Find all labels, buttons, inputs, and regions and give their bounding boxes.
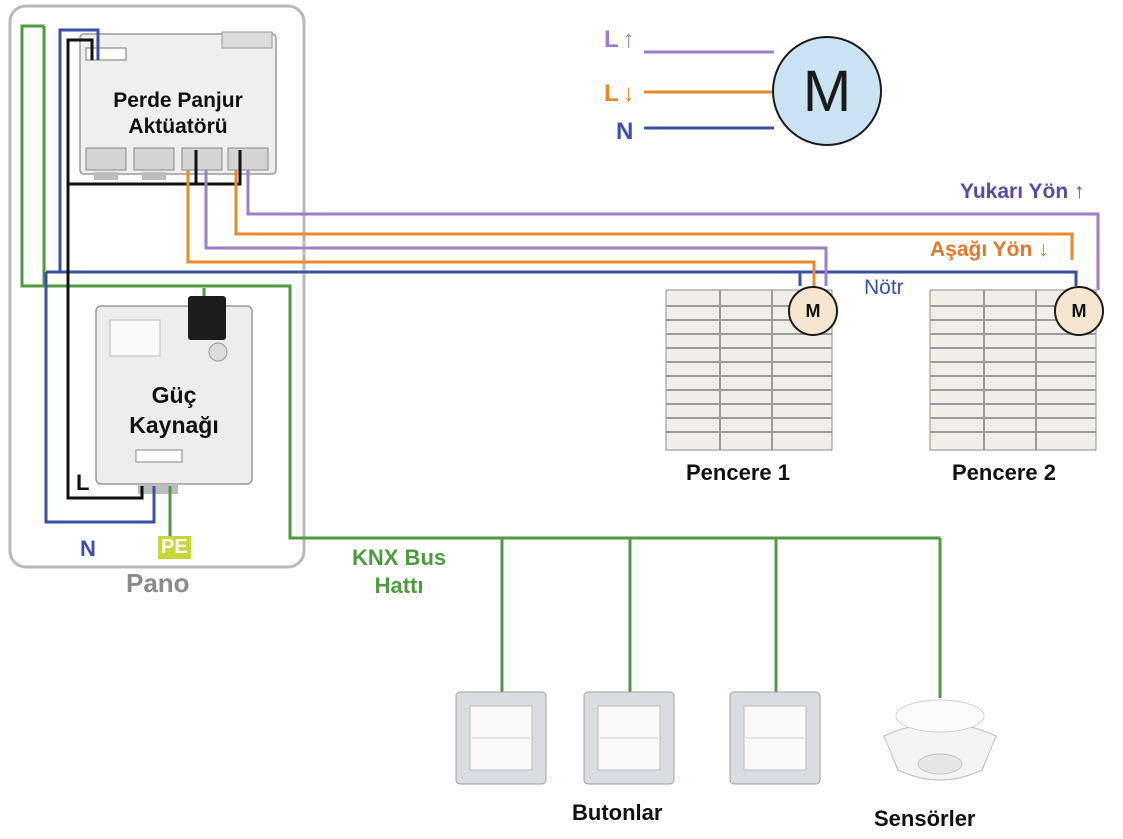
power-supply-device [95,296,253,494]
l-label: L [76,470,90,495]
window-1-motor: M [788,286,838,336]
n-label: N [80,536,96,561]
up-direction-label: Yukarı Yön ↑ [960,180,1085,203]
phase-wires [66,38,242,500]
window-1-shutter [665,289,833,451]
knx-bus-wires [20,24,942,706]
presence-sensor [883,699,997,781]
button-switch-2 [583,691,675,785]
panel-title: Pano [126,568,190,598]
legend-l-down: L↓ [604,80,635,107]
window-2-motor: M [1054,286,1104,336]
panel-border [8,4,306,569]
down-direction-label: Aşağı Yön ↓ [930,238,1049,261]
neutral-wires [44,28,1078,524]
actuator-device [79,31,277,180]
neutral-label: Nötr [864,276,904,299]
button-switch-1 [455,691,547,785]
window-2-label: Pencere 2 [952,460,1056,485]
pe-label: PE [158,536,191,559]
window-1-label: Pencere 1 [686,460,790,485]
buttons-label: Butonlar [572,800,663,825]
up-direction-wires [204,50,1100,290]
legend-l-up: L↑ [604,26,635,53]
button-switch-3 [729,691,821,785]
legend-n: N [616,118,634,145]
motor-symbol-legend: M [772,36,882,146]
sensors-label: Sensörler [874,806,976,831]
down-direction-wires [186,90,1074,286]
